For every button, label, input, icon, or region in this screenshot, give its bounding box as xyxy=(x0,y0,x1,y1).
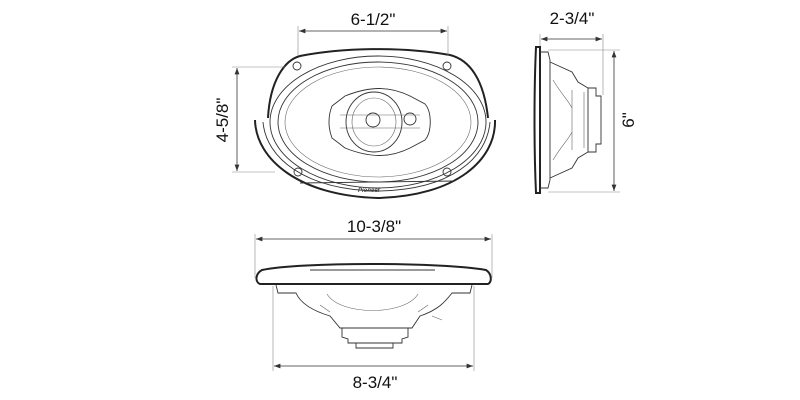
brand-logo: Pioneer xyxy=(358,188,381,194)
side-depth-dimension: 2-3/4" xyxy=(539,9,604,95)
bottom-basket-width-label: 8-3/4" xyxy=(353,373,398,392)
front-width-label: 6-1/2" xyxy=(351,10,396,29)
bottom-overall-width-dimension: 10-3/8" xyxy=(254,217,493,278)
front-width-dimension: 6-1/2" xyxy=(297,10,449,56)
side-view xyxy=(533,46,602,194)
side-height-dimension: 6" xyxy=(548,49,638,193)
bottom-view xyxy=(255,263,492,349)
bottom-basket-width-dimension: 8-3/4" xyxy=(272,286,475,392)
front-height-label: 4-5/8" xyxy=(213,98,232,143)
side-depth-label: 2-3/4" xyxy=(550,9,595,28)
front-view: Pioneer xyxy=(254,48,497,200)
front-height-dimension: 4-5/8" xyxy=(213,66,285,173)
bottom-overall-width-label: 10-3/8" xyxy=(347,217,401,236)
mounting-screw-icon xyxy=(292,61,452,177)
side-height-label: 6" xyxy=(619,112,638,128)
